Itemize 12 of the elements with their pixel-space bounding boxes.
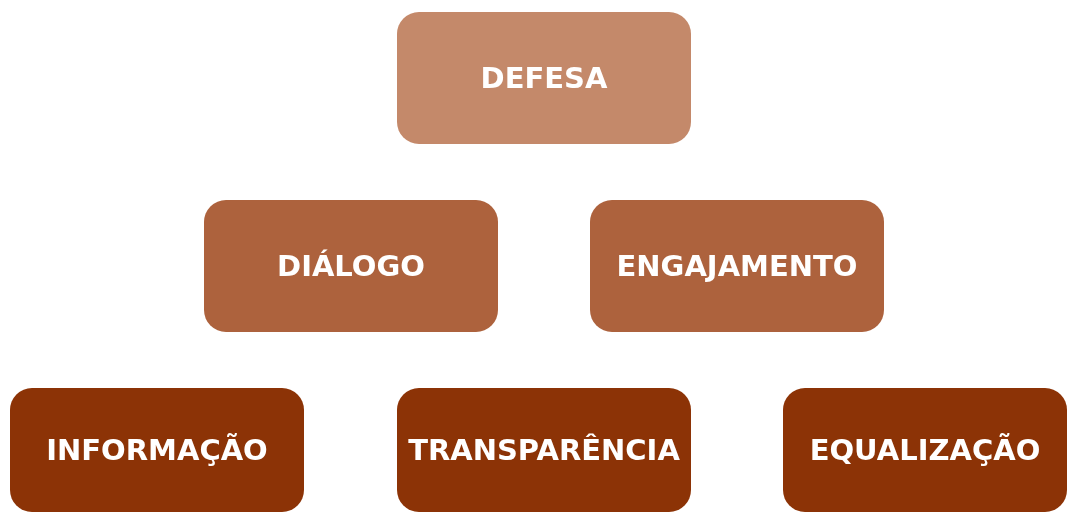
box-label: EQUALIZAÇÃO [809, 433, 1041, 467]
rounded-box [204, 200, 498, 332]
box-label: TRANSPARÊNCIA [408, 433, 680, 467]
rounded-box [397, 12, 691, 144]
box-label: DIÁLOGO [277, 249, 425, 283]
box-label: DEFESA [480, 61, 608, 95]
box-label: INFORMAÇÃO [46, 433, 268, 467]
rounded-box [590, 200, 884, 332]
rounded-box [397, 388, 691, 512]
box-label: ENGAJAMENTO [616, 249, 858, 283]
rounded-box [10, 388, 304, 512]
rounded-box [783, 388, 1067, 512]
